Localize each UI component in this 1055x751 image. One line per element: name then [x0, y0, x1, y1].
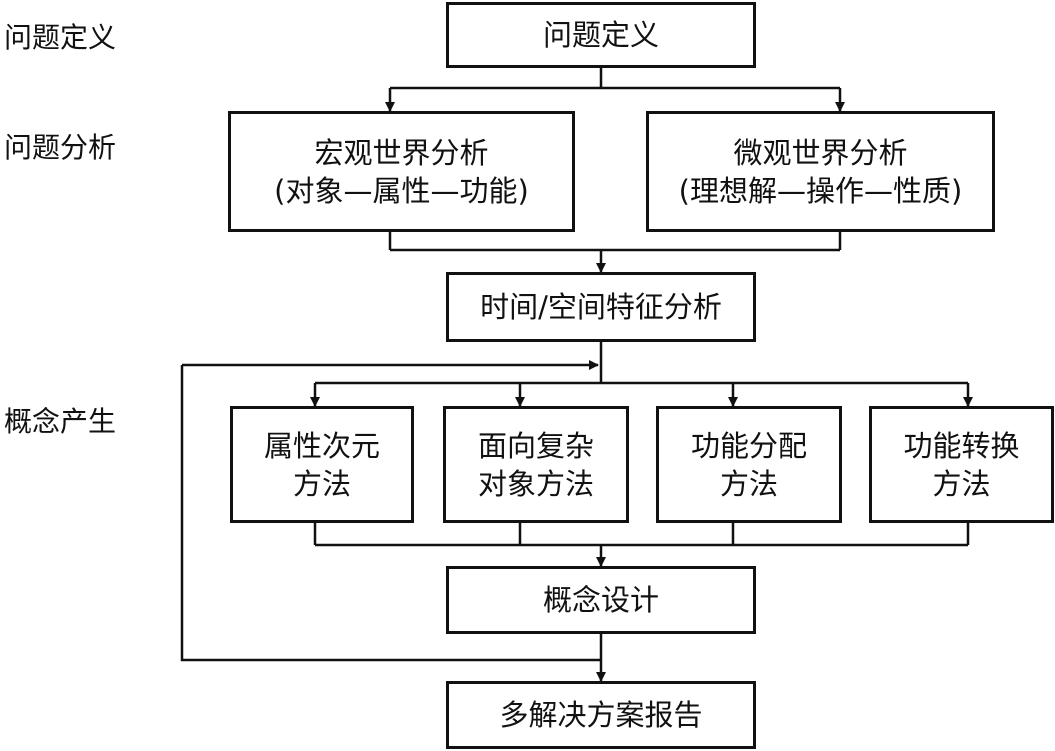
box-micro-analysis-line1: 微观世界分析 [733, 135, 908, 170]
box-time-space-analysis: 时间/空间特征分析 [446, 272, 756, 342]
box-problem-definition-text: 问题定义 [542, 18, 659, 52]
box-micro-analysis: 微观世界分析 (理想解—操作—性质) [646, 111, 995, 232]
box-method-function-conversion-line2: 方法 [932, 466, 991, 501]
connector-time-space-down [315, 342, 968, 385]
box-concept-design-text: 概念设计 [542, 583, 659, 617]
box-method-attribute-line1: 属性次元 [263, 428, 380, 463]
box-method-function-conversion: 功能转换 方法 [869, 406, 1054, 523]
box-method-attribute: 属性次元 方法 [230, 406, 414, 523]
box-problem-definition: 问题定义 [446, 2, 756, 68]
box-method-complex-object-line1: 面向复杂 [477, 428, 594, 463]
stage-label-analysis: 问题分析 [4, 131, 117, 164]
box-multi-solution-report: 多解决方案报告 [446, 681, 756, 749]
connector-definition-split [390, 68, 840, 90]
box-method-function-allocation: 功能分配 方法 [656, 406, 842, 523]
stage-label-generation: 概念产生 [4, 405, 117, 438]
box-method-attribute-line2: 方法 [292, 466, 351, 501]
box-macro-analysis-line1: 宏观世界分析 [314, 135, 489, 170]
connector-methods-merge [313, 523, 970, 547]
feedback-loop-line [180, 365, 601, 662]
stage-label-definition: 问题定义 [4, 21, 117, 54]
box-method-function-allocation-line2: 方法 [719, 466, 778, 501]
box-multi-solution-report-text: 多解决方案报告 [499, 698, 703, 732]
box-method-function-allocation-line1: 功能分配 [690, 428, 807, 463]
connector-analysis-merge [388, 232, 842, 252]
box-method-function-conversion-line1: 功能转换 [903, 428, 1020, 463]
box-macro-analysis: 宏观世界分析 (对象—属性—功能) [228, 111, 575, 232]
box-micro-analysis-line2: (理想解—操作—性质) [678, 173, 963, 208]
box-method-complex-object-line2: 对象方法 [477, 466, 594, 501]
box-concept-design: 概念设计 [446, 566, 756, 634]
box-macro-analysis-line2: (对象—属性—功能) [274, 173, 529, 208]
box-method-complex-object: 面向复杂 对象方法 [443, 406, 629, 523]
box-time-space-analysis-text: 时间/空间特征分析 [480, 290, 722, 324]
